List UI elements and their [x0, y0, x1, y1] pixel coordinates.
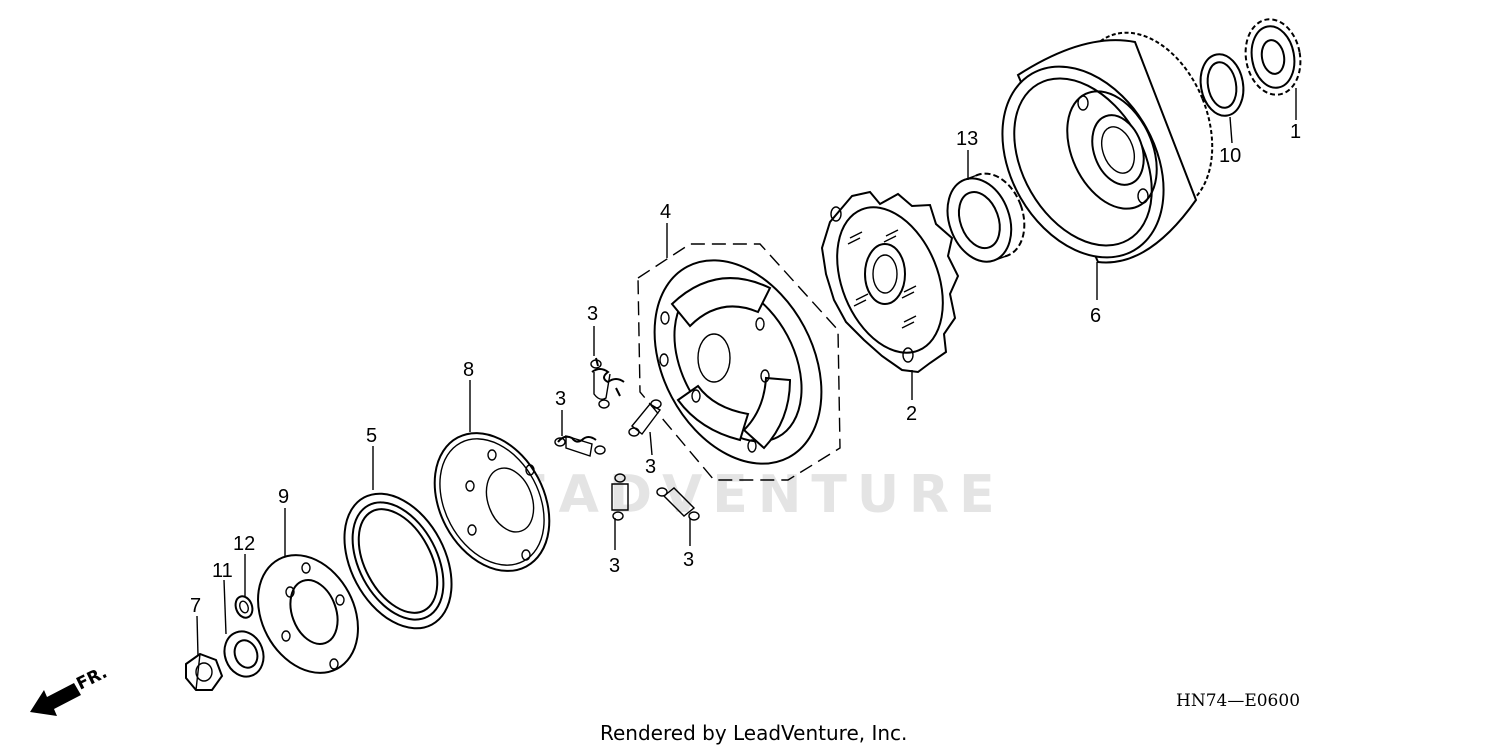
part-3-spring-c[interactable] [628, 399, 662, 437]
callout-3e: 3 [683, 549, 694, 571]
front-arrow-icon [30, 683, 81, 716]
part-6-clutch-drum[interactable] [970, 13, 1238, 287]
callout-8: 8 [463, 359, 474, 381]
part-3-spring-e[interactable] [656, 487, 700, 521]
part-7-nut[interactable] [185, 652, 224, 691]
part-8-side-plate[interactable] [412, 413, 572, 591]
front-direction-indicator: FR. [30, 663, 110, 716]
part-1-gear[interactable] [1240, 15, 1306, 99]
callout-5: 5 [366, 425, 377, 447]
part-11-washer[interactable] [218, 626, 269, 682]
part-2-drive-plate[interactable] [817, 190, 963, 374]
callout-3d: 3 [609, 555, 620, 577]
diagram-code: HN74—E0600 [1176, 691, 1300, 711]
callout-labels: 1 10 6 13 2 4 3 3 3 3 3 8 5 9 12 11 7 [190, 121, 1301, 617]
part-5-ring[interactable] [323, 475, 474, 646]
part-13-one-way-clutch[interactable] [936, 165, 1035, 271]
part-10-washer[interactable] [1196, 51, 1248, 119]
callout-4: 4 [660, 201, 671, 223]
front-label: FR. [73, 663, 110, 695]
watermark: LEADVENTURE [470, 465, 1005, 525]
part-9-plate[interactable] [238, 538, 377, 691]
callout-9: 9 [278, 486, 289, 508]
callout-7: 7 [190, 595, 201, 617]
callout-6: 6 [1090, 305, 1101, 327]
callout-3b: 3 [555, 388, 566, 410]
render-credit: Rendered by LeadVenture, Inc. [600, 721, 907, 745]
leader-lines [196, 88, 1297, 657]
callout-3c: 3 [645, 456, 656, 478]
callout-1: 1 [1290, 121, 1301, 143]
part-3-spring-b[interactable] [554, 435, 606, 457]
part-4-clutch-shoe-assembly[interactable] [621, 231, 855, 492]
part-12-small-washer[interactable] [233, 594, 256, 620]
callout-11: 11 [212, 560, 233, 582]
callout-3a: 3 [587, 303, 598, 325]
callout-13: 13 [956, 128, 978, 150]
callout-12: 12 [233, 533, 255, 555]
callout-10: 10 [1219, 145, 1241, 167]
callout-2: 2 [906, 403, 917, 425]
part-3-spring-d[interactable] [611, 473, 629, 521]
part-3-spring-a[interactable] [590, 357, 625, 409]
